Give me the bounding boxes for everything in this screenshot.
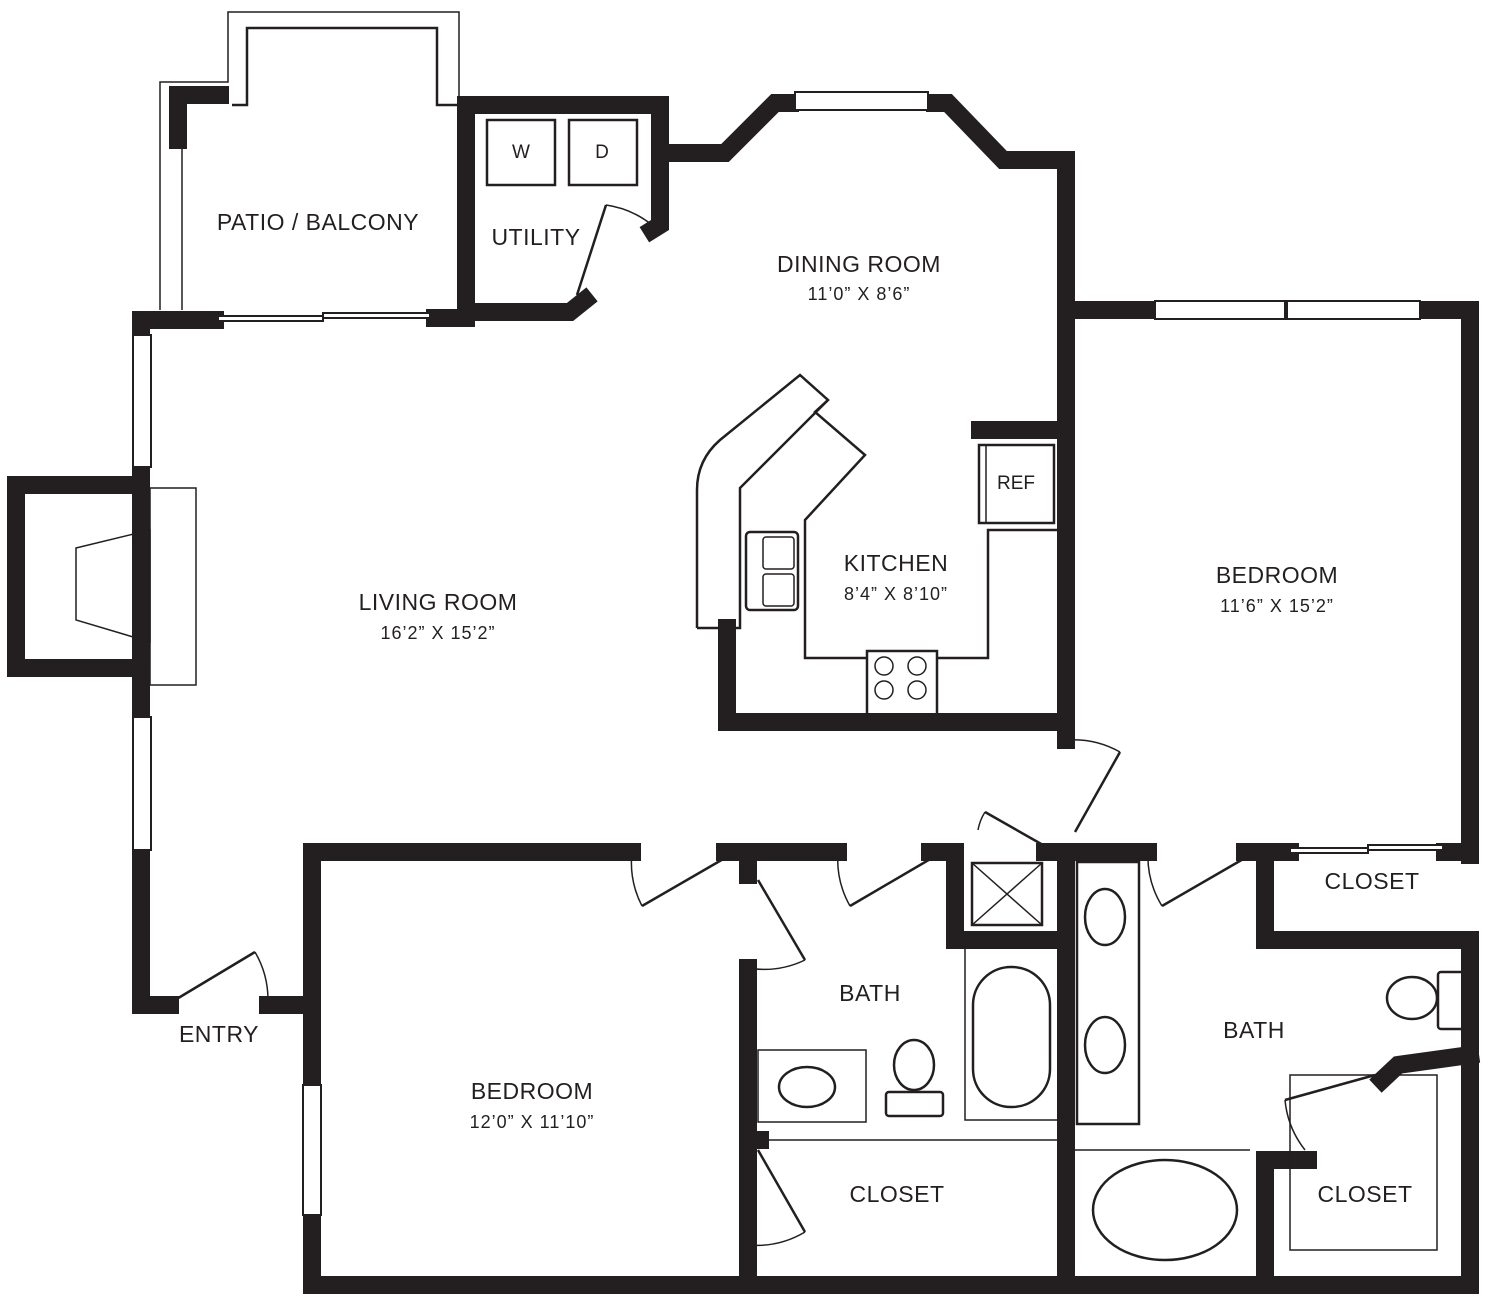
washer-label: W	[512, 142, 530, 163]
room-label-dining: DINING ROOM	[777, 251, 941, 277]
labels: PATIO / BALCONY UTILITY W D REF DINING R…	[179, 142, 1419, 1207]
room-label-closet-left: CLOSET	[849, 1181, 944, 1207]
room-label-bedroom-left: BEDROOM	[471, 1078, 593, 1104]
range	[865, 649, 939, 717]
room-dims-kitchen: 8’4” X 8’10”	[844, 584, 948, 604]
washer	[485, 118, 557, 187]
room-dims-living: 16’2” X 15’2”	[380, 623, 495, 643]
room-label-kitchen: KITCHEN	[844, 550, 948, 576]
bath-fixtures	[757, 860, 1467, 1262]
kitchen-fixtures	[485, 118, 1058, 717]
room-label-bath-left: BATH	[839, 980, 901, 1006]
dryer	[567, 118, 639, 187]
dryer-label: D	[595, 142, 609, 163]
fridge	[977, 443, 1056, 525]
room-label-utility: UTILITY	[491, 224, 580, 250]
fireplace	[7, 476, 197, 686]
room-dims-bedroom-left: 12’0” X 11’10”	[470, 1112, 595, 1132]
windows	[132, 91, 1421, 1216]
room-label-patio: PATIO / BALCONY	[217, 209, 419, 235]
fridge-label: REF	[997, 473, 1035, 494]
room-label-closet-right-top: CLOSET	[1324, 868, 1419, 894]
doors	[174, 204, 1444, 1247]
room-label-entry: ENTRY	[179, 1021, 259, 1047]
room-label-living: LIVING ROOM	[359, 589, 518, 615]
patio-outline	[159, 11, 460, 310]
room-label-bath-right: BATH	[1223, 1017, 1285, 1043]
room-label-bedroom-right: BEDROOM	[1216, 562, 1338, 588]
walls	[132, 94, 1481, 1294]
room-dims-bedroom-right: 11’6” X 15’2”	[1220, 596, 1334, 616]
room-label-closet-right-bottom: CLOSET	[1317, 1181, 1412, 1207]
room-dims-dining: 11’0” X 8’6”	[808, 284, 911, 304]
